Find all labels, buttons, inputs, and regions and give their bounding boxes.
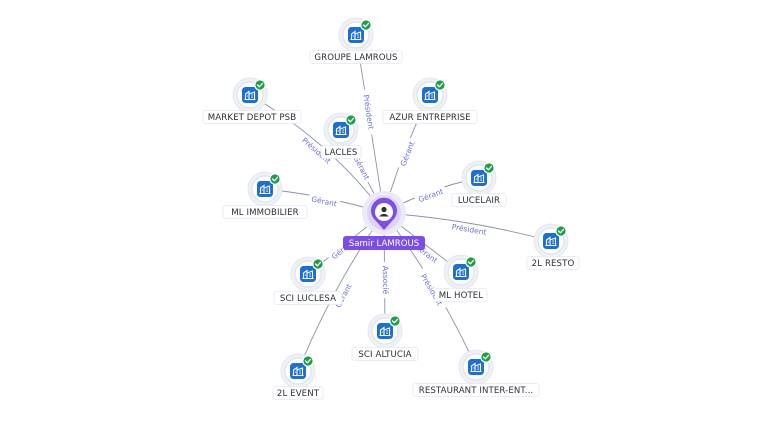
verified-check-icon <box>434 79 446 91</box>
verified-check-icon <box>269 173 281 185</box>
building-icon <box>348 27 364 43</box>
company-label-sci-altucia[interactable]: SCI ALTUCIA <box>351 347 419 361</box>
company-node-ml-hotel[interactable] <box>443 254 479 290</box>
edge-label-azur-entreprise: Gérant <box>397 137 419 171</box>
center-person-node[interactable]: Samir LAMROUS <box>343 191 425 250</box>
company-label-2l-event[interactable]: 2L EVENT <box>272 386 324 400</box>
building-icon <box>333 122 349 138</box>
person-icon <box>379 206 389 217</box>
svg-text:LACLES: LACLES <box>325 148 358 158</box>
svg-text:MARKET DEPOT PSB: MARKET DEPOT PSB <box>208 113 296 123</box>
edge-label-2l-resto: Président <box>445 221 493 239</box>
company-label-restaurant-inter-ent[interactable]: RESTAURANT INTER-ENT... <box>412 383 540 397</box>
building-icon <box>290 363 306 379</box>
verified-check-icon <box>555 225 567 237</box>
svg-text:2L RESTO: 2L RESTO <box>532 259 575 269</box>
verified-check-icon <box>465 256 477 268</box>
svg-text:ML HOTEL: ML HOTEL <box>439 291 484 301</box>
building-icon <box>257 181 273 197</box>
verified-check-icon <box>345 114 357 126</box>
company-label-sci-luclesa[interactable]: SCI LUCLESA <box>273 291 343 305</box>
svg-text:SCI LUCLESA: SCI LUCLESA <box>280 294 336 304</box>
edge-label-groupe-lamrous: Président <box>359 88 377 136</box>
company-label-groupe-lamrous[interactable]: GROUPE LAMROUS <box>309 50 403 64</box>
verified-check-icon <box>389 315 401 327</box>
company-node-azur-entreprise[interactable] <box>412 77 448 113</box>
company-node-lucelair[interactable] <box>461 160 497 196</box>
svg-text:GROUPE LAMROUS: GROUPE LAMROUS <box>314 53 397 63</box>
edge-label-ml-immobilier: Gérant <box>307 193 341 211</box>
verified-check-icon <box>480 351 492 363</box>
svg-text:Gérant: Gérant <box>417 187 444 204</box>
company-label-lacles[interactable]: LACLES <box>320 145 362 159</box>
company-node-sci-altucia[interactable] <box>367 313 403 349</box>
building-icon <box>471 170 487 186</box>
svg-text:2L EVENT: 2L EVENT <box>277 389 320 399</box>
center-person-label: Samir LAMROUS <box>349 239 420 249</box>
company-label-azur-entreprise[interactable]: AZUR ENTREPRISE <box>382 110 478 124</box>
verified-check-icon <box>254 79 266 91</box>
company-label-ml-hotel[interactable]: ML HOTEL <box>434 288 488 302</box>
building-icon <box>453 264 469 280</box>
verified-check-icon <box>312 258 324 270</box>
svg-text:Gérant: Gérant <box>399 140 417 167</box>
svg-text:AZUR ENTREPRISE: AZUR ENTREPRISE <box>389 113 470 123</box>
edge-label-sci-altucia: Associé <box>379 261 391 299</box>
verified-check-icon <box>483 162 495 174</box>
svg-text:RESTAURANT INTER-ENT...: RESTAURANT INTER-ENT... <box>419 386 533 396</box>
building-icon <box>468 359 484 375</box>
company-label-ml-immobilier[interactable]: ML IMMOBILIER <box>222 205 308 219</box>
company-label-market-depot-psb[interactable]: MARKET DEPOT PSB <box>202 110 302 124</box>
svg-text:Associé: Associé <box>381 266 390 295</box>
building-icon <box>242 87 258 103</box>
company-node-lacles[interactable] <box>323 112 359 148</box>
verified-check-icon <box>360 19 372 31</box>
company-node-market-depot-psb[interactable] <box>232 77 268 113</box>
svg-text:LUCELAIR: LUCELAIR <box>458 196 500 206</box>
company-node-restaurant-inter-ent[interactable] <box>458 349 494 385</box>
company-node-2l-resto[interactable] <box>533 223 569 259</box>
company-label-lucelair[interactable]: LUCELAIR <box>451 193 507 207</box>
company-label-2l-resto[interactable]: 2L RESTO <box>526 256 580 270</box>
building-icon <box>377 323 393 339</box>
svg-text:SCI ALTUCIA: SCI ALTUCIA <box>358 350 411 360</box>
edge-label-lucelair: Gérant <box>414 185 448 207</box>
company-node-ml-immobilier[interactable] <box>247 171 283 207</box>
company-node-2l-event[interactable] <box>280 353 316 389</box>
company-node-groupe-lamrous[interactable] <box>338 17 374 53</box>
company-node-sci-luclesa[interactable] <box>290 256 326 292</box>
verified-check-icon <box>302 355 314 367</box>
building-icon <box>300 266 316 282</box>
nodes-layer: GROUPE LAMROUS MARKET DEPOT PSB LACLES AZUR… <box>202 17 580 400</box>
building-icon <box>422 87 438 103</box>
building-icon <box>543 233 559 249</box>
svg-text:ML IMMOBILIER: ML IMMOBILIER <box>231 208 299 218</box>
